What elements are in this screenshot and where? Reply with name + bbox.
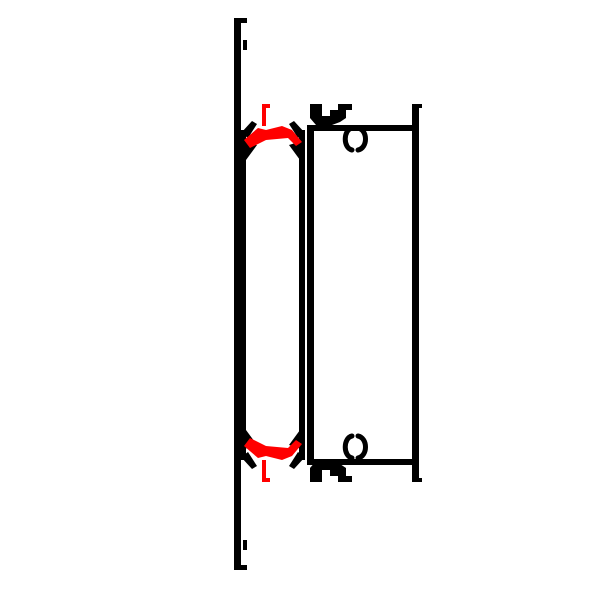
cover-plate (234, 18, 247, 570)
bottom-gasket-stem (262, 460, 270, 482)
bottom-fitting-hook-right (355, 433, 368, 461)
bottom-fitting-hook-left (342, 433, 355, 461)
inner-plate (241, 121, 257, 469)
middle-plate (289, 121, 305, 469)
bottom-fitting-body (310, 461, 352, 482)
cover-plate-top-lip (243, 40, 247, 50)
top-edge-fitting (310, 104, 368, 153)
top-gasket-bridge (244, 126, 302, 148)
cover-plate-bottom-lip (243, 540, 247, 550)
bottom-edge-fitting (310, 433, 368, 482)
main-profile-bottom-right-tab (412, 478, 422, 482)
middle-plate-top-clip (289, 121, 305, 138)
inner-plate-bottom-clip (241, 452, 257, 469)
middle-plate-web (299, 130, 305, 460)
cover-plate-top-hook (234, 18, 247, 23)
bottom-gasket-bridge (244, 438, 302, 460)
inner-plate-web (241, 130, 246, 460)
middle-plate-top-wedge (289, 140, 305, 160)
main-profile-left-wall (307, 125, 314, 465)
top-gasket-stem (262, 104, 270, 126)
middle-plate-bottom-clip (289, 452, 305, 469)
main-profile (307, 104, 422, 482)
top-fitting-body (310, 104, 352, 125)
cover-plate-web (234, 18, 241, 570)
main-profile-top-right-tab (412, 104, 422, 108)
top-gasket (244, 104, 302, 148)
cover-plate-bottom-hook (234, 565, 247, 570)
bottom-gasket (244, 438, 302, 482)
main-profile-right-wall (412, 104, 419, 482)
inner-plate-top-clip (241, 121, 257, 138)
top-fitting-hook-left (342, 125, 355, 153)
top-fitting-hook-right (355, 125, 368, 153)
main-profile-bottom-flange (307, 459, 419, 465)
